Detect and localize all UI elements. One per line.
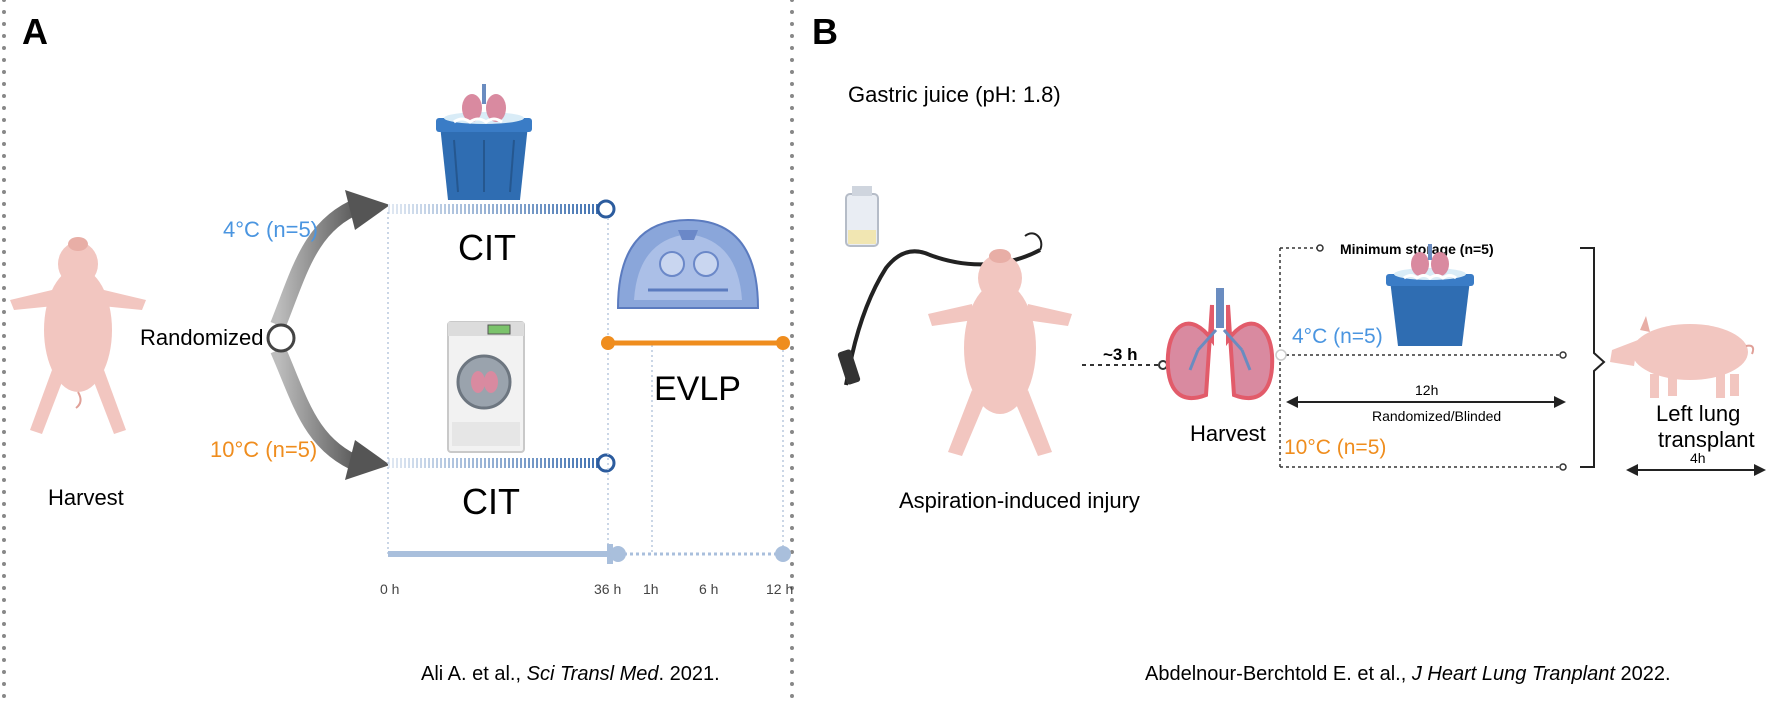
ice-bucket-icon [436, 84, 532, 200]
timeline-dot-12h [775, 546, 791, 562]
injury-label: Aspiration-induced injury [899, 488, 1140, 513]
tick-36h: 36 h [594, 581, 621, 597]
endoscope-cable-end [1024, 232, 1043, 251]
citation-a: Ali A. et al., Sci Transl Med. 2021. [421, 663, 720, 685]
harvest-label-b: Harvest [1190, 421, 1266, 446]
duration-arrowhead-left [1286, 396, 1298, 408]
randomized-node [266, 323, 296, 353]
endoscope-handle [837, 349, 861, 385]
ice-bucket-icon [1386, 244, 1474, 346]
min-storage-end [1316, 244, 1324, 252]
cit-end-bottom [596, 453, 616, 473]
arrowhead-4c [345, 190, 390, 230]
timeline-dot-36h [610, 546, 626, 562]
evlp-end-dot [776, 336, 790, 350]
transplant-label-line1: Left lung [1656, 401, 1740, 426]
harvest-node-b [1275, 349, 1287, 361]
cit-bar-bottom-fade [388, 458, 606, 468]
standing-pig-icon [1610, 316, 1755, 398]
delay-label: ~3 h [1103, 345, 1138, 364]
arrowhead-10c [345, 440, 390, 480]
citation-b: Abdelnour-Berchtold E. et al., J Heart L… [1145, 663, 1671, 685]
min-storage-label: Minimum storage (n=5) [1340, 241, 1494, 257]
group-10c-label-a: 10°C (n=5) [210, 437, 317, 462]
cit-label-bottom: CIT [462, 481, 520, 522]
transplant-label-line2: transplant [1658, 427, 1755, 452]
right-bracket [1580, 247, 1606, 468]
cit-bar-top-fade [388, 204, 606, 214]
arm-to-4c [270, 197, 364, 328]
transplant-arrowhead-left [1626, 464, 1638, 476]
panel-letter-b: B [812, 11, 838, 52]
duration-label: 12h [1415, 382, 1438, 398]
transplant-duration-label: 4h [1690, 450, 1706, 466]
group-4c-label-b: 4°C (n=5) [1292, 325, 1383, 348]
harvest-label-a: Harvest [48, 485, 124, 510]
pig-icon [10, 237, 146, 434]
bottle-icon [845, 186, 879, 247]
evlp-label: EVLP [654, 370, 741, 408]
lungs-icon [1165, 288, 1275, 401]
arm-to-10c [270, 346, 364, 473]
randomized-blinded-label: Randomized/Blinded [1372, 408, 1501, 424]
gastric-label: Gastric juice (pH: 1.8) [848, 82, 1061, 107]
delay-arrow-end [1158, 360, 1168, 370]
pig-icon [928, 249, 1072, 456]
cit-label-top: CIT [458, 227, 516, 268]
tick-0h: 0 h [380, 581, 399, 597]
transplant-arrowhead-right [1754, 464, 1766, 476]
duration-arrowhead-right [1554, 396, 1566, 408]
panel-letter-a: A [22, 11, 48, 52]
tick-6h: 6 h [699, 581, 718, 597]
line-10c-end [1559, 463, 1567, 471]
refrigerator-icon [447, 321, 525, 453]
evlp-dome-icon [616, 218, 760, 309]
cit-end-top [596, 199, 616, 219]
randomized-label: Randomized [140, 325, 264, 350]
tick-1h: 1h [643, 581, 659, 597]
evlp-start-dot [601, 336, 615, 350]
group-10c-label-b: 10°C (n=5) [1284, 436, 1386, 459]
tick-12h: 12 h [766, 581, 793, 597]
line-4c-end [1559, 351, 1567, 359]
group-4c-label-a: 4°C (n=5) [223, 217, 318, 242]
